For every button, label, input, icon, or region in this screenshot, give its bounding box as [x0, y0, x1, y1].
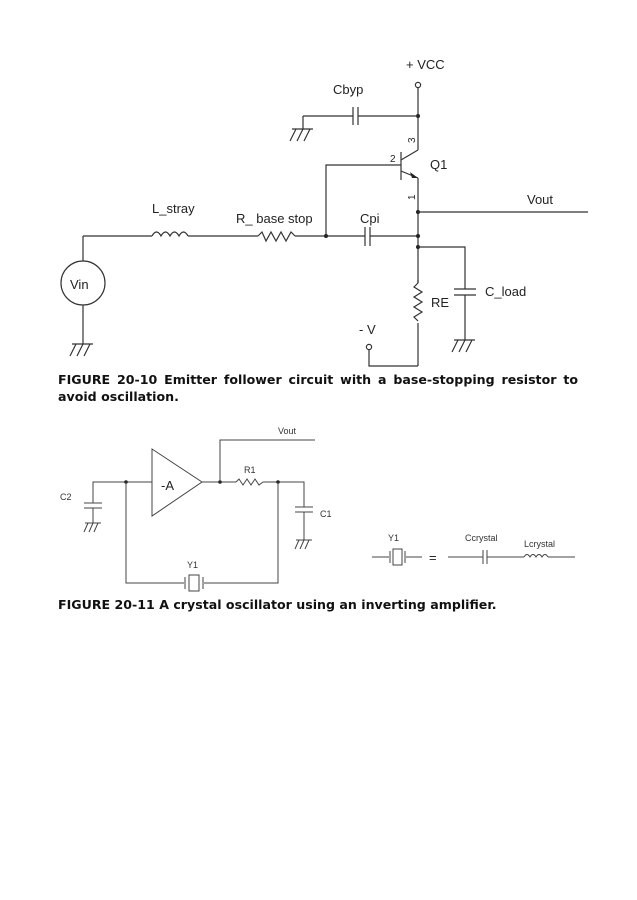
- pin-base-label: 2: [390, 154, 396, 165]
- ground-icon: [451, 339, 475, 353]
- pin-emitter-label: 1: [407, 194, 418, 200]
- r-base-stop-label: R_ base stop: [236, 211, 313, 226]
- re-resistor-icon: [412, 282, 424, 322]
- equals-sign: =: [429, 550, 437, 565]
- r1-resistor-icon: [235, 478, 264, 486]
- c-load-wire: [418, 246, 466, 289]
- neg-v-terminal: [365, 343, 373, 351]
- ground-icon: [69, 343, 93, 357]
- amp-label: -A: [161, 478, 174, 493]
- figure-20-11-caption: FIGURE 20-11 A crystal oscillator using …: [58, 597, 497, 612]
- figure-20-11-schematic: C2 -A Vout R1 C1: [60, 426, 575, 592]
- lcrystal-inductor-icon: [523, 554, 549, 558]
- base-wire: [325, 164, 401, 236]
- feedback-wire-left: [125, 482, 184, 584]
- c1-wire: [263, 481, 305, 507]
- c2-wire: [92, 481, 126, 503]
- re-label: RE: [431, 295, 449, 310]
- r1-label: R1: [244, 465, 256, 475]
- crystal-equiv-icon: [389, 548, 406, 566]
- ground-icon: [289, 128, 313, 142]
- c1-label: C1: [320, 509, 332, 519]
- vout-label: Vout: [527, 192, 553, 207]
- inverting-amplifier-icon: [151, 448, 203, 517]
- neg-v-wire: [368, 350, 418, 367]
- q1-transistor-icon: [400, 140, 419, 180]
- junction-dot: [324, 234, 328, 238]
- cpi-label: Cpi: [360, 211, 380, 226]
- re-mask: [410, 283, 426, 323]
- crystal-y1-icon: [184, 574, 204, 592]
- vcc-label: + VCC: [406, 57, 445, 72]
- l-stray-inductor-icon: [151, 231, 189, 238]
- vout-wire: [219, 439, 315, 482]
- y1-label: Y1: [187, 560, 198, 570]
- vin-label: Vin: [70, 277, 89, 292]
- cbyp-label: Cbyp: [333, 82, 363, 97]
- neg-v-label: - V: [359, 322, 376, 337]
- c2-label: C2: [60, 492, 72, 502]
- feedback-wire-right: [204, 482, 279, 584]
- vout-label-2: Vout: [278, 426, 297, 436]
- ground-icon: [83, 522, 101, 533]
- r-base-stop-resistor-icon: [257, 230, 296, 243]
- figure-20-10-caption: FIGURE 20-10 Emitter follower circuit wi…: [58, 372, 578, 404]
- junction-dot: [416, 234, 420, 238]
- q1-label: Q1: [430, 157, 447, 172]
- l-stray-label: L_stray: [152, 201, 195, 216]
- ccrystal-label: Ccrystal: [465, 533, 498, 543]
- figure-20-10-schematic: + VCC Cbyp Q1 2 3 1: [60, 57, 588, 367]
- pin-collector-label: 3: [407, 137, 418, 143]
- lcrystal-label: Lcrystal: [524, 539, 555, 549]
- vcc-terminal: [414, 81, 422, 89]
- ground-icon: [294, 539, 312, 550]
- c-load-label: C_load: [485, 284, 526, 299]
- y1-equiv-label: Y1: [388, 533, 399, 543]
